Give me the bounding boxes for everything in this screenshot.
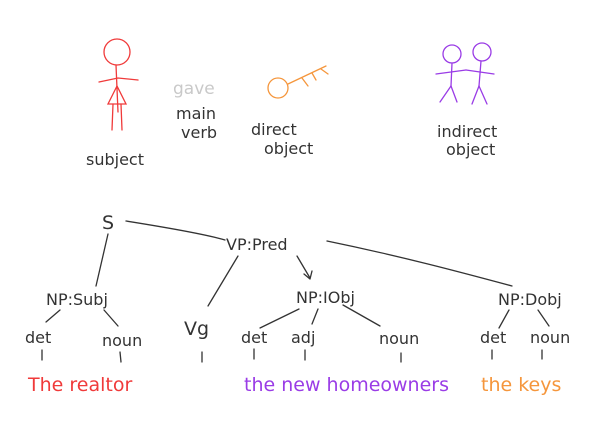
edge-s-vp [125, 220, 226, 241]
leaf-tick-subj-noun [119, 351, 122, 363]
phrase-indirect-object: the new homeowners [244, 374, 449, 396]
edge-npsubj-noun [103, 309, 119, 327]
tree-edges [41, 220, 550, 363]
node-dobj-det: det [480, 328, 506, 347]
indirect-object-label-line1: indirect [437, 122, 497, 141]
node-dobj-noun: noun [530, 328, 570, 347]
node-iobj-adj: adj [291, 328, 315, 347]
edge-npdobj-det [498, 309, 510, 329]
key-icon [267, 65, 329, 99]
edge-vp-npdobj [326, 240, 513, 287]
node-vp-pred: VP:Pred [226, 235, 288, 254]
node-subj-det: det [25, 328, 51, 347]
edge-npiobj-noun [342, 304, 381, 327]
main-verb-word: gave [173, 79, 215, 99]
main-verb-label-line2: verb [181, 123, 217, 142]
node-np-subj: NP:Subj [46, 290, 108, 309]
phrase-subject: The realtor [27, 374, 132, 396]
edge-vp-vg [207, 255, 239, 307]
edge-vp-npiobj [296, 255, 311, 279]
node-iobj-det: det [241, 328, 267, 347]
node-iobj-noun: noun [379, 329, 419, 348]
node-np-iobj: NP:IObj [296, 288, 355, 307]
node-s: S [102, 212, 114, 234]
stick-figure-icon [98, 38, 139, 131]
node-vg: Vg [184, 318, 209, 340]
indirect-object-label-line2: object [446, 140, 495, 159]
main-verb-label-line1: main [176, 104, 216, 123]
node-subj-noun: noun [102, 331, 142, 350]
subject-legend-label: subject [86, 150, 144, 169]
direct-object-label-line1: direct [251, 120, 297, 139]
edge-npsubj-det [45, 309, 61, 323]
edge-npiobj-det [259, 308, 300, 329]
arrow-npiobj [303, 270, 313, 280]
edge-npiobj-adj [311, 308, 319, 325]
edge-s-npsubj [95, 233, 109, 287]
edge-npdobj-noun [537, 309, 550, 327]
two-stick-figures-icon [435, 42, 495, 105]
direct-object-label-line2: object [264, 139, 313, 158]
phrase-direct-object: the keys [481, 374, 561, 396]
node-np-dobj: NP:Dobj [498, 290, 562, 309]
